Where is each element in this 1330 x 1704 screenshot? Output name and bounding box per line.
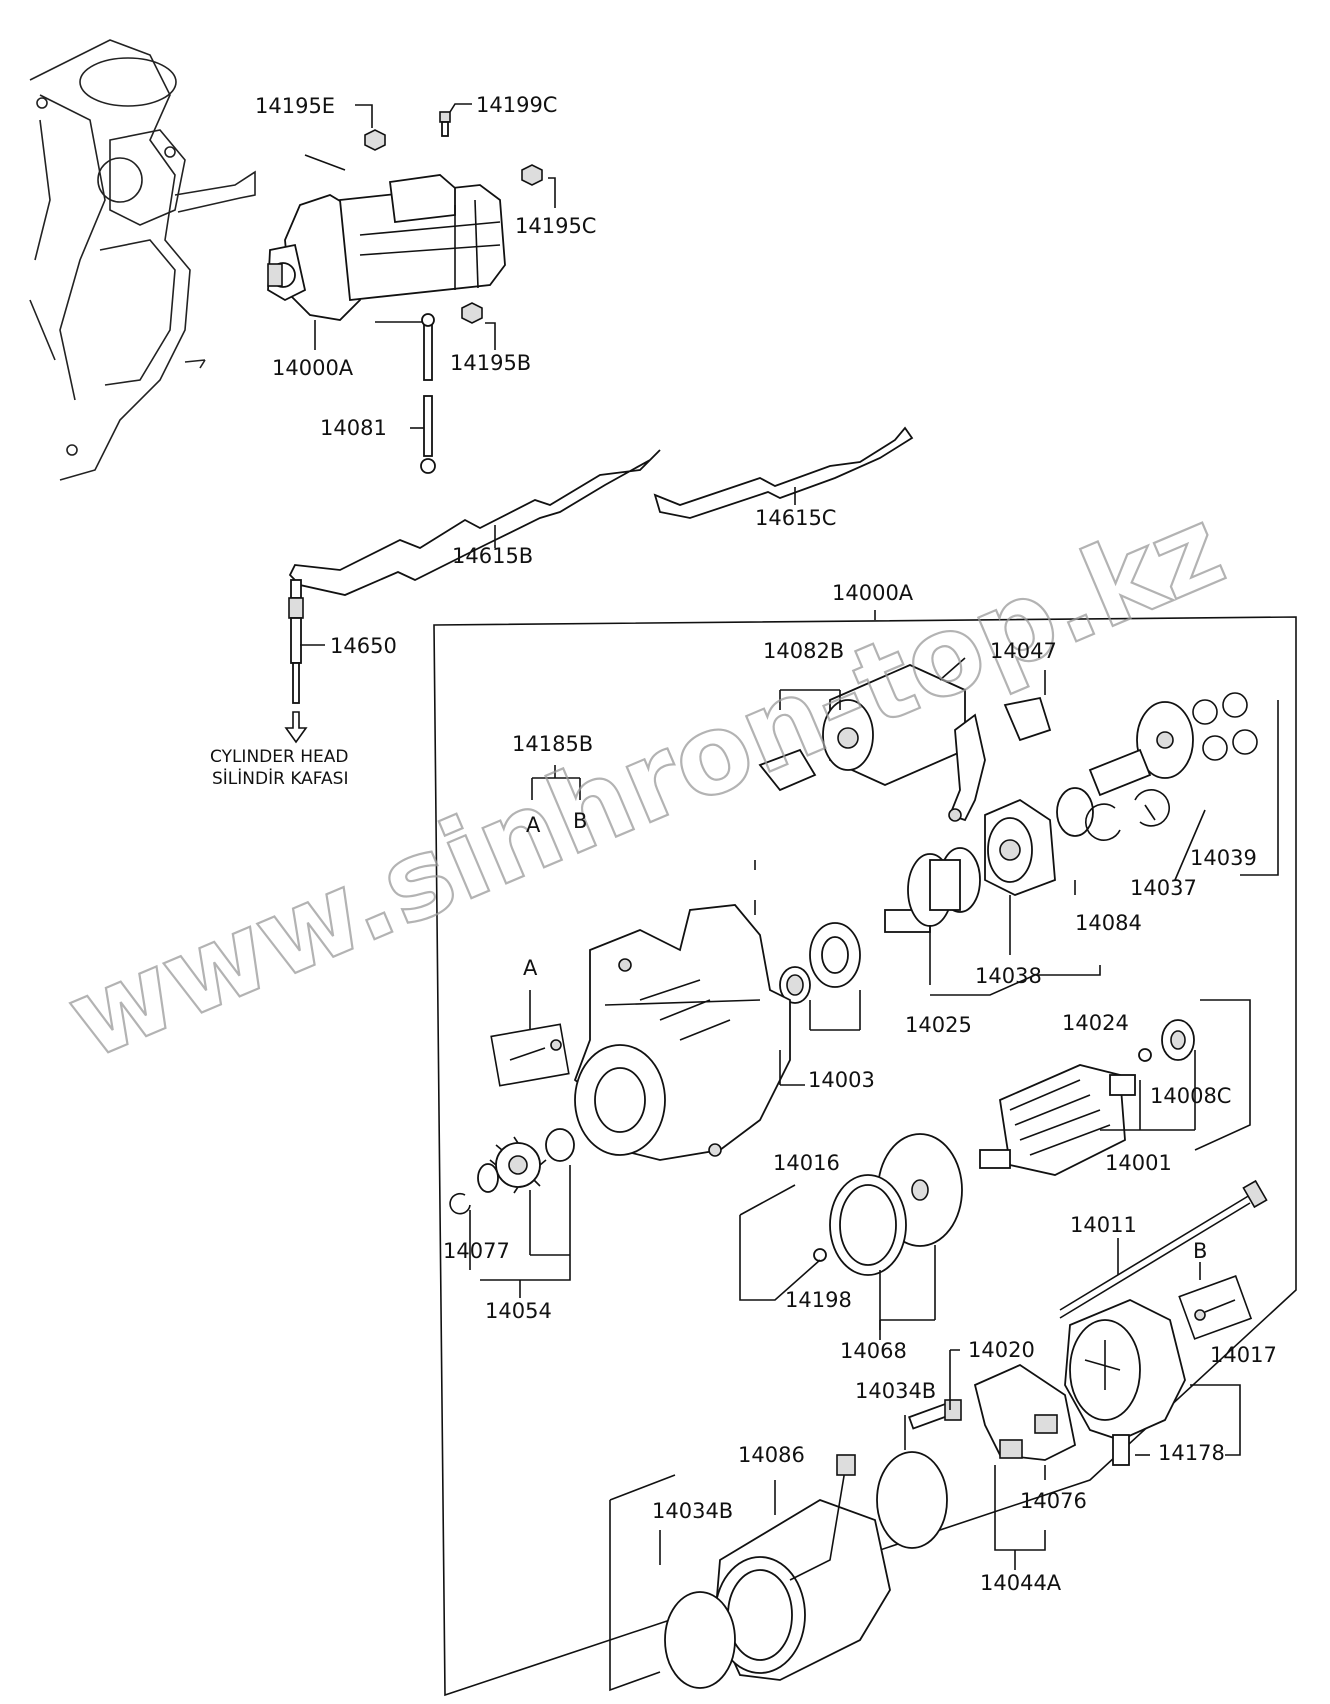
arrow-down-icon [284, 711, 308, 744]
label-ref-a1: A [526, 813, 541, 837]
center-bracket-14038 [984, 798, 1056, 896]
label-14185b: 14185B [512, 732, 593, 756]
label-ref-b1: B [573, 809, 587, 833]
label-14001: 14001 [1105, 1151, 1172, 1175]
label-14082b: 14082B [763, 639, 844, 663]
plate-14039 [1088, 692, 1258, 797]
nut-14195e [364, 129, 386, 151]
label-14017: 14017 [1210, 1343, 1277, 1367]
label-14024: 14024 [1062, 1011, 1129, 1035]
part-labels: 14195E 14199C 14195C 14000A 14195B 14081… [210, 93, 1277, 1595]
connector-plate-14615c [653, 426, 914, 519]
label-14034b-right: 14034B [855, 1379, 936, 1403]
label-14198: 14198 [785, 1288, 852, 1312]
engine-block-sketch [29, 39, 256, 481]
label-14020: 14020 [968, 1338, 1035, 1362]
label-14077: 14077 [443, 1239, 510, 1263]
bolt-detail-a [490, 1023, 570, 1087]
bearing-14003 [779, 922, 861, 1004]
label-14054: 14054 [485, 1299, 552, 1323]
label-14011: 14011 [1070, 1213, 1137, 1237]
yoke-14068 [829, 1133, 963, 1276]
cable-14081 [420, 313, 436, 474]
through-bolt-14011 [1059, 1179, 1268, 1319]
label-14034b-left: 14034B [652, 1499, 733, 1523]
label-14000a-box: 14000A [832, 581, 914, 605]
label-14016: 14016 [773, 1151, 840, 1175]
label-14195b: 14195B [450, 351, 531, 375]
label-14068: 14068 [840, 1339, 907, 1363]
label-14047: 14047 [990, 639, 1057, 663]
brush-holder-14044a [908, 1363, 1077, 1461]
connector-plate-14615b [288, 449, 661, 596]
ring-14084 [1056, 787, 1170, 841]
label-14039: 14039 [1190, 846, 1257, 870]
label-14038: 14038 [975, 964, 1042, 988]
label-14044a: 14044A [980, 1571, 1062, 1595]
starter-assembly [267, 174, 506, 321]
label-14025: 14025 [905, 1013, 972, 1037]
ball-14198 [813, 1248, 827, 1262]
shaft-14025 [884, 847, 981, 933]
field-coil-14086 [714, 1454, 891, 1681]
glow-plug-14650 [288, 579, 304, 704]
rear-bracket-14017 [1064, 1299, 1186, 1466]
label-14615b: 14615B [452, 544, 533, 568]
label-ref-b2: B [1193, 1239, 1207, 1263]
label-cylinder-head: CYLINDER HEAD [210, 747, 348, 767]
label-14195c: 14195C [515, 214, 596, 238]
label-silindir-kafasi: SİLİNDİR KAFASI [212, 768, 348, 789]
label-14000a-top: 14000A [272, 356, 354, 380]
nut-14195c [521, 164, 543, 186]
label-14199c: 14199C [476, 93, 557, 117]
label-ref-a2: A [523, 956, 538, 980]
label-14178: 14178 [1158, 1441, 1225, 1465]
pinion-14054 [449, 1128, 575, 1215]
label-14081: 14081 [320, 416, 387, 440]
nut-14195b [461, 302, 483, 324]
cover-14034b-right [876, 1451, 948, 1549]
label-14086: 14086 [738, 1443, 805, 1467]
armature-14001 [979, 1019, 1195, 1176]
label-14084: 14084 [1075, 911, 1142, 935]
bolt-detail-b [1178, 1275, 1253, 1340]
label-14615c: 14615C [755, 506, 836, 530]
label-14037: 14037 [1130, 876, 1197, 900]
label-14008c: 14008C [1150, 1084, 1231, 1108]
label-14003: 14003 [808, 1068, 875, 1092]
bolt-14199c [439, 111, 451, 137]
label-14195e: 14195E [255, 94, 335, 118]
label-14076: 14076 [1020, 1489, 1087, 1513]
lever-14047 [948, 696, 1052, 822]
cover-14034b-left [664, 1591, 736, 1689]
label-14650: 14650 [330, 634, 397, 658]
drive-housing-14016 [573, 904, 791, 1161]
